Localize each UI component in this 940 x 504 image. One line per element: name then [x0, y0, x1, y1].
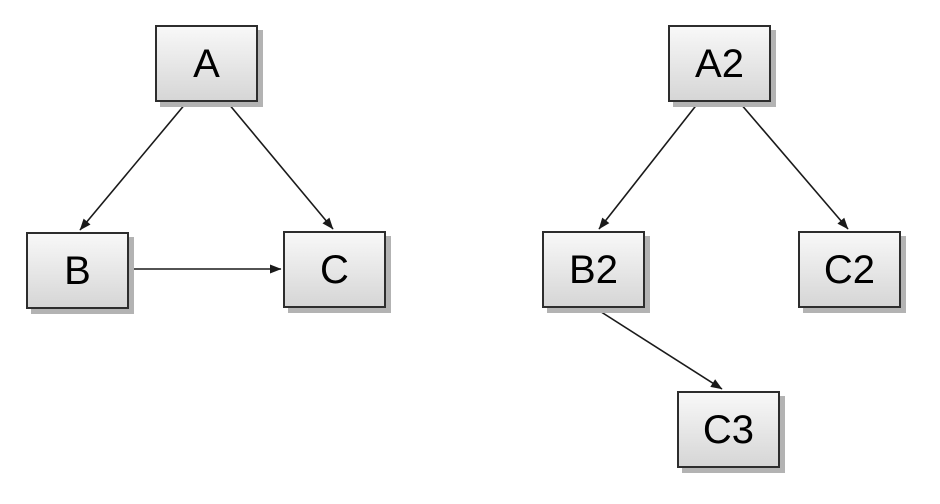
edge-A2-C2: [739, 102, 849, 230]
node-label: B2: [569, 247, 618, 292]
node-label: A2: [695, 41, 744, 86]
node-A2[interactable]: A2: [668, 25, 771, 102]
edge-A-C: [227, 102, 334, 230]
node-B[interactable]: B: [26, 232, 129, 309]
node-label: C2: [823, 247, 876, 292]
node-A[interactable]: A: [155, 25, 258, 102]
node-label: A: [193, 41, 220, 86]
edge-B2-C3: [594, 307, 723, 390]
node-B2[interactable]: B2: [542, 231, 645, 308]
node-label: B: [64, 248, 91, 293]
edge-A2-B2: [598, 102, 699, 230]
node-C2[interactable]: C2: [798, 231, 901, 308]
node-label: C3: [702, 407, 755, 452]
node-C[interactable]: C: [283, 231, 386, 308]
node-C3[interactable]: C3: [677, 391, 780, 468]
edge-A-B: [79, 102, 187, 231]
node-label: C: [320, 247, 349, 292]
